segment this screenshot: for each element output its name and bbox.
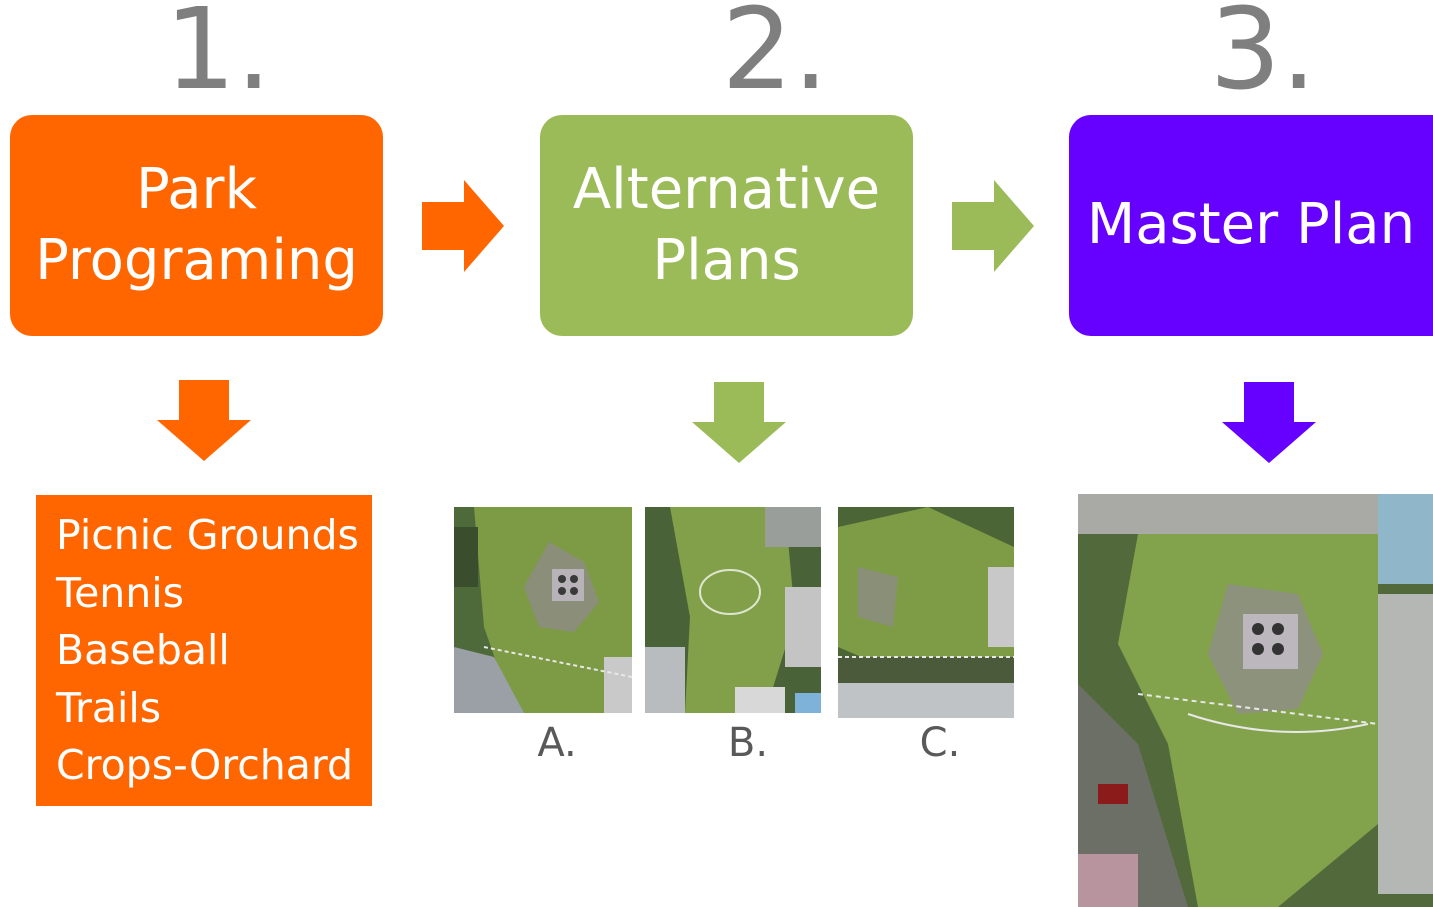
list-item: Baseball bbox=[56, 626, 230, 674]
step-1-number: 1. bbox=[164, 0, 272, 115]
program-list: Picnic Grounds Tennis Baseball Trails Cr… bbox=[36, 495, 372, 806]
right-arrow-icon bbox=[422, 180, 504, 272]
down-arrow-icon bbox=[692, 382, 786, 463]
park-programing-box: Park Programing bbox=[10, 115, 383, 336]
step-3-number: 3. bbox=[1209, 0, 1317, 115]
alternative-a-label: A. bbox=[537, 720, 577, 766]
master-plan-title: Master Plan bbox=[1086, 192, 1416, 258]
right-arrow-icon bbox=[952, 180, 1034, 272]
step-2-number: 2. bbox=[721, 0, 829, 115]
alternative-b-label: B. bbox=[727, 720, 769, 766]
alternative-plans-box: Alternative Plans bbox=[540, 115, 913, 336]
alternative-plans-title-line2: Plans bbox=[652, 227, 801, 293]
list-item: Tennis bbox=[56, 568, 185, 617]
alternative-plans-title-line1: Alternative bbox=[572, 156, 881, 222]
park-programing-title-line1: Park bbox=[135, 156, 258, 222]
list-item: Crops-Orchard bbox=[56, 741, 354, 789]
park-programing-title-line2: Programing bbox=[35, 227, 358, 293]
alternative-plan-b-image bbox=[645, 507, 821, 713]
down-arrow-icon bbox=[157, 380, 251, 461]
list-item: Trails bbox=[56, 683, 162, 732]
list-item: Picnic Grounds bbox=[56, 511, 359, 559]
alternative-plan-c-image bbox=[838, 507, 1014, 718]
master-plan-box: Master Plan bbox=[1069, 115, 1433, 336]
alternative-plan-a-image bbox=[454, 507, 632, 713]
down-arrow-icon bbox=[1222, 382, 1316, 463]
alternative-c-label: C. bbox=[919, 720, 961, 766]
master-plan-image bbox=[1078, 494, 1433, 907]
